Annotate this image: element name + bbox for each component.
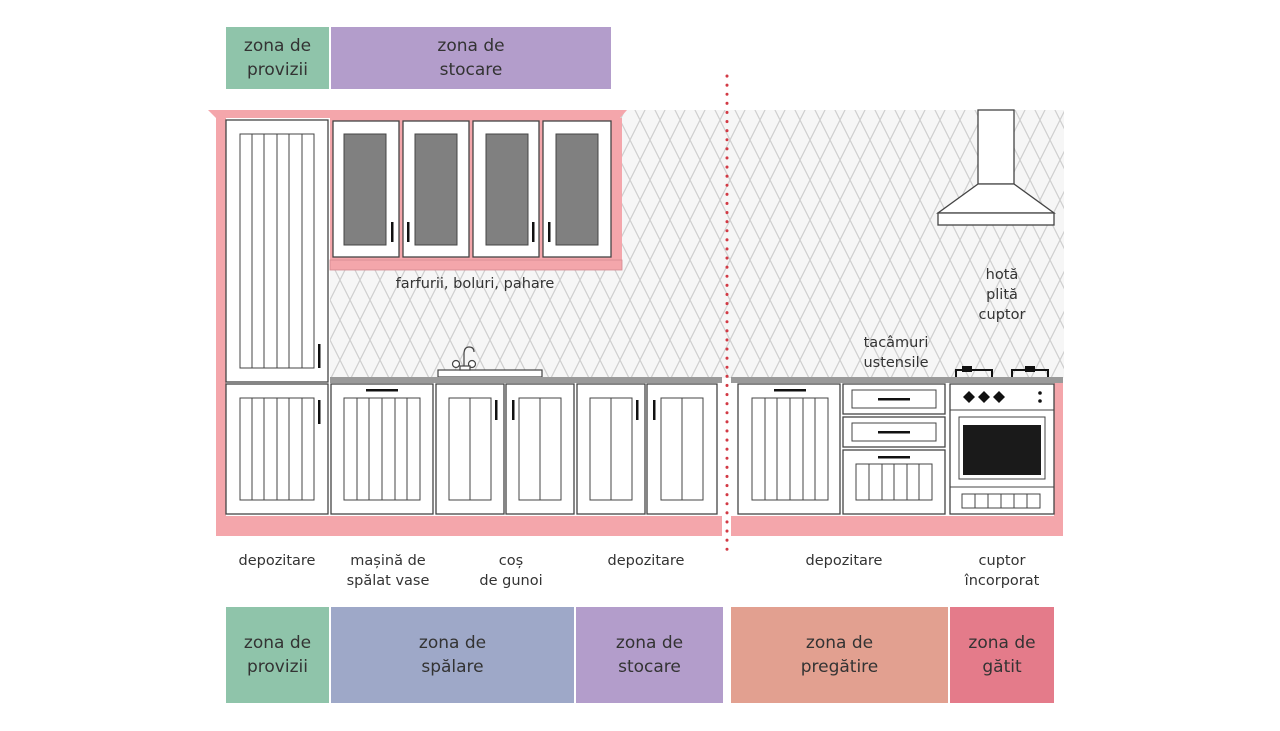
glass-door-3	[472, 120, 540, 258]
trash-cabinet-doors	[435, 383, 575, 515]
drawer-stack	[842, 383, 946, 515]
dishwasher-door	[330, 383, 434, 515]
pantry-crown	[208, 110, 338, 118]
label-pantry-storage: depozitare	[238, 553, 316, 569]
top-zone-stocare: zona de stocare	[331, 27, 611, 89]
top-zone-provizii: zona de provizii	[226, 27, 329, 89]
hood-stack-label: hotă plită cuptor	[978, 267, 1026, 323]
cooktop-grates	[955, 366, 1049, 377]
upper-cabinet-shelf-edge	[329, 259, 623, 271]
bottom-zone-pregatire: zona de pregătire	[731, 607, 948, 703]
drawers-label: tacâmuri ustensile	[863, 335, 929, 371]
upper-cabinet-crown	[330, 110, 627, 118]
glass-door-2	[402, 120, 470, 258]
label-trash: coș de gunoi	[479, 553, 543, 589]
pantry-upper-handle	[318, 344, 321, 368]
pantry-side	[216, 118, 226, 518]
storage-cabinet-doors	[576, 383, 718, 515]
label-prep-storage: depozitare	[805, 553, 883, 569]
label-dishwasher: mașină de spălat vase	[346, 553, 430, 589]
bottom-zone-stocare: zona de stocare	[576, 607, 723, 703]
prep-storage-door	[737, 383, 841, 515]
label-oven: cuptor încorporat	[964, 553, 1040, 589]
base-frame-right	[1054, 383, 1063, 516]
pantry-lower-door	[225, 383, 329, 515]
plinth-right	[731, 516, 1063, 536]
glass-door-1	[332, 120, 400, 258]
countertop-left	[330, 377, 722, 383]
countertop-right	[731, 377, 1063, 383]
range-hood	[935, 109, 1057, 226]
upper-shelf-label: farfurii, boluri, pahare	[395, 276, 555, 292]
bottom-zone-spalare: zona de spălare	[331, 607, 574, 703]
label-storage: depozitare	[607, 553, 685, 569]
pantry-upper-grooves	[251, 134, 303, 368]
built-in-oven	[949, 383, 1055, 515]
glass-door-4	[542, 120, 612, 258]
bottom-zone-gatit: zona de gătit	[950, 607, 1054, 703]
bottom-zone-provizii: zona de provizii	[226, 607, 329, 703]
plinth-left	[216, 516, 722, 536]
